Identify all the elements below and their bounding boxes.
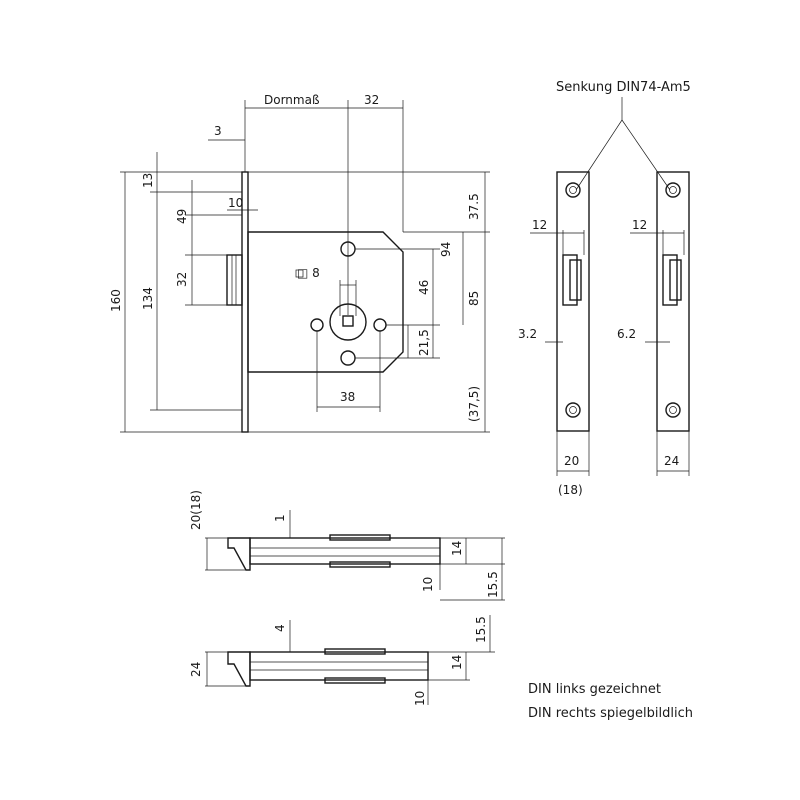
dim-32-left: 32 bbox=[175, 272, 189, 287]
dim-20-18: 20(18) bbox=[189, 490, 203, 530]
main-lock-view: Dornmaß 32 3 10 160 13 49 134 32 □ 8 94 … bbox=[109, 93, 490, 433]
dim-6-2: 6.2 bbox=[617, 327, 636, 341]
dim-14-bottom: 14 bbox=[450, 655, 464, 670]
dim-24-bottom: 24 bbox=[189, 662, 203, 677]
square-symbol bbox=[295, 269, 304, 278]
note-line-2: DIN rechts spiegelbildlich bbox=[528, 706, 693, 721]
dim-13: 13 bbox=[141, 173, 155, 188]
lock-body-outline bbox=[247, 231, 404, 373]
dim-49: 49 bbox=[175, 209, 189, 224]
dim-10: 10 bbox=[228, 196, 243, 210]
dim-14-top: 14 bbox=[450, 541, 464, 556]
dim-160: 160 bbox=[109, 289, 123, 312]
dim-20: 20 bbox=[564, 454, 579, 468]
dim-12-left: 12 bbox=[532, 218, 547, 232]
dim-37-5-top: 37.5 bbox=[467, 193, 481, 220]
dim-37-5-bottom: (37,5) bbox=[467, 386, 481, 422]
left-screw-hole bbox=[310, 318, 324, 332]
dim-134: 134 bbox=[141, 287, 155, 310]
faceplate-right bbox=[656, 171, 690, 432]
dim-24-plate: 24 bbox=[664, 454, 679, 468]
top-section-view: 20(18) 1 14 10 15.5 bbox=[189, 490, 505, 601]
dim-4: 4 bbox=[273, 624, 287, 632]
lower-hole bbox=[340, 350, 356, 366]
note-line-1: DIN links gezeichnet bbox=[528, 682, 661, 697]
dim-15-5-top: 15.5 bbox=[486, 571, 500, 598]
dim-18: (18) bbox=[558, 483, 583, 497]
dim-15-5-bottom: 15.5 bbox=[474, 616, 488, 643]
bottom-section-view: 4 24 15.5 14 10 bbox=[189, 615, 495, 706]
dim-94: 94 bbox=[439, 242, 453, 257]
faceplate-left bbox=[556, 171, 590, 432]
dim-10-top: 10 bbox=[421, 577, 435, 592]
faceplate-views: Senkung DIN74-Am5 12 12 3.2 6. bbox=[518, 80, 691, 497]
dim-32-top: 32 bbox=[364, 93, 379, 107]
dim-3-2: 3.2 bbox=[518, 327, 537, 341]
square-spindle bbox=[342, 315, 354, 327]
dim-10-bottom: 10 bbox=[413, 691, 427, 706]
dim-46: 46 bbox=[417, 280, 431, 295]
dim-21-5: 21,5 bbox=[417, 329, 431, 356]
latch-bolt bbox=[226, 254, 243, 306]
dim-38: 38 bbox=[340, 390, 355, 404]
senkung-label: Senkung DIN74-Am5 bbox=[556, 80, 691, 95]
right-screw-hole bbox=[373, 318, 387, 332]
notes: DIN links gezeichnet DIN rechts spiegelb… bbox=[528, 682, 693, 721]
dim-1: 1 bbox=[273, 514, 287, 522]
dim-85: 85 bbox=[467, 291, 481, 306]
faceplate-strip bbox=[241, 171, 249, 433]
dim-12-right: 12 bbox=[632, 218, 647, 232]
dornmass-label: Dornmaß bbox=[264, 93, 320, 107]
dim-square-8: □ 8 bbox=[297, 266, 320, 280]
dim-3: 3 bbox=[214, 124, 222, 138]
